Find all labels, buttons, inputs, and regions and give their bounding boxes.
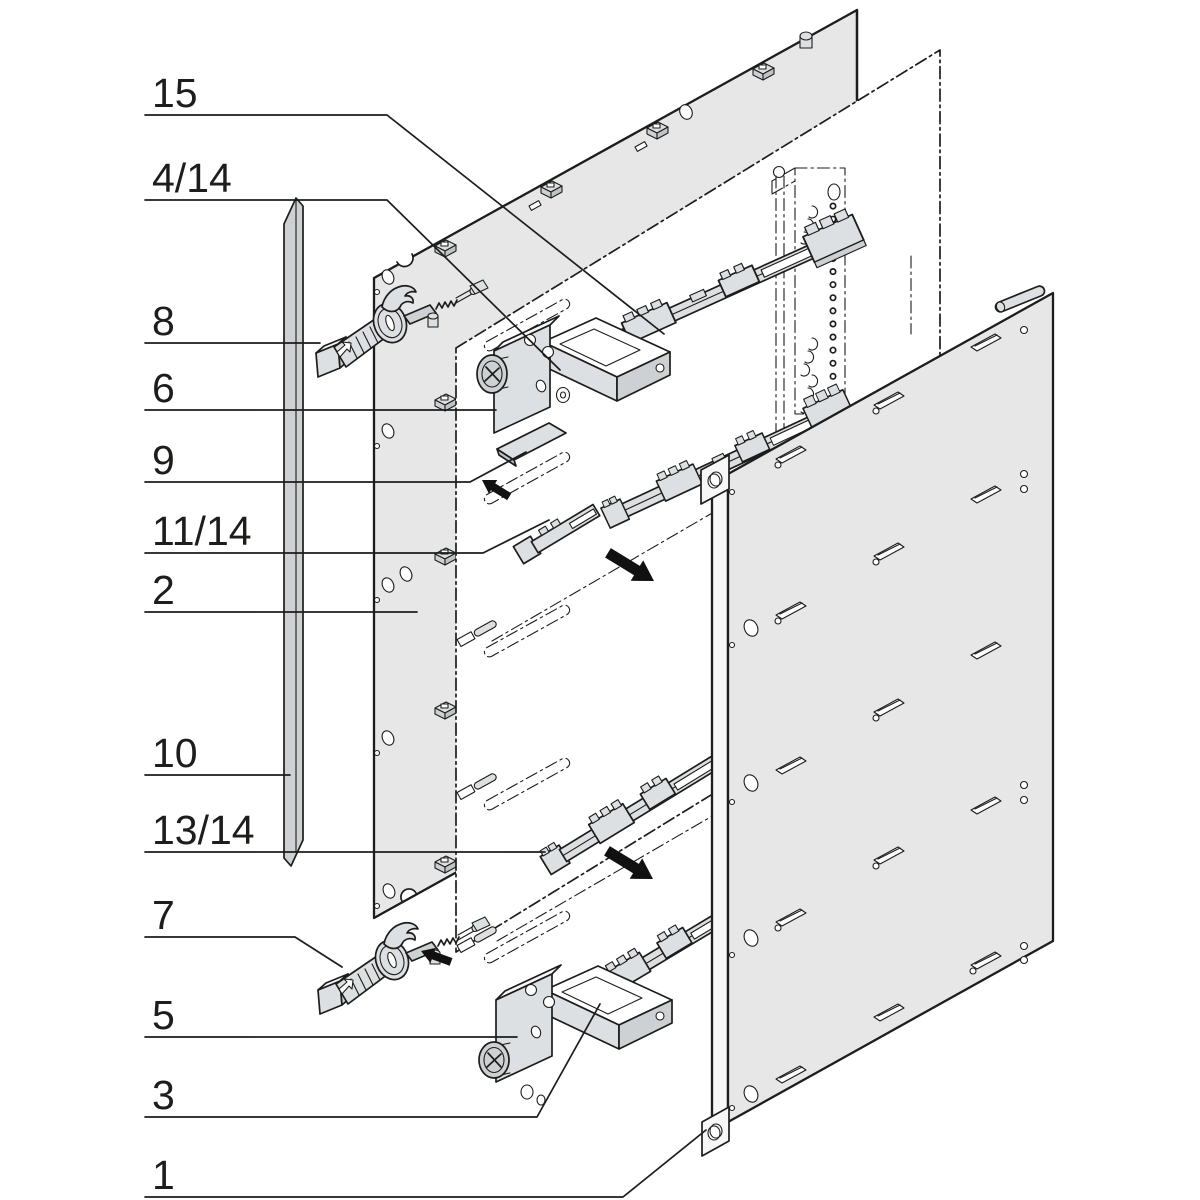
callout-label-7: 7	[152, 892, 175, 938]
callout-labels: 15 4/14 8 6 9 11/14 2 10 13/14 7 5 3 1	[152, 70, 255, 1198]
callout-leaders	[144, 114, 707, 1198]
leader-7	[144, 936, 343, 968]
front-panel	[700, 285, 1055, 1157]
alignment-pin	[994, 285, 1046, 313]
callout-label-9: 9	[152, 437, 175, 483]
lever-handle-bottom	[317, 916, 491, 1015]
mounting-ear-bottom	[701, 1106, 730, 1157]
callout-label-11-14: 11/14	[152, 508, 252, 554]
mounting-ear-top	[700, 454, 730, 505]
leader-15	[144, 114, 665, 335]
callout-label-8: 8	[152, 298, 175, 344]
knob-block-bottom	[478, 964, 673, 1106]
center-line-lower	[496, 814, 715, 942]
callout-label-5: 5	[152, 992, 175, 1038]
shim-plate	[496, 422, 567, 467]
callout-label-2: 2	[152, 567, 175, 613]
leader-4-14	[144, 199, 561, 371]
panel-holes	[728, 325, 1029, 1112]
knob-block-top	[476, 315, 671, 434]
callout-label-3: 3	[152, 1072, 175, 1118]
callout-label-13-14: 13/14	[152, 807, 255, 853]
leader-9	[144, 451, 527, 483]
callout-label-15: 15	[152, 70, 198, 116]
remove-arrow-lower-rail	[600, 840, 660, 890]
retainer-pins	[456, 620, 497, 954]
edge-strip	[283, 197, 304, 867]
leader-11-14	[144, 519, 550, 554]
slide-piece-11-14	[512, 503, 601, 565]
leader-3	[144, 1003, 601, 1118]
callout-label-1: 1	[152, 1152, 175, 1198]
callout-label-10: 10	[152, 730, 198, 776]
panel-standoff-pin	[799, 31, 813, 49]
center-line-middle	[491, 511, 715, 642]
callout-label-4-14: 4/14	[152, 155, 232, 201]
leader-1	[144, 1129, 707, 1198]
callout-label-6: 6	[152, 365, 175, 411]
